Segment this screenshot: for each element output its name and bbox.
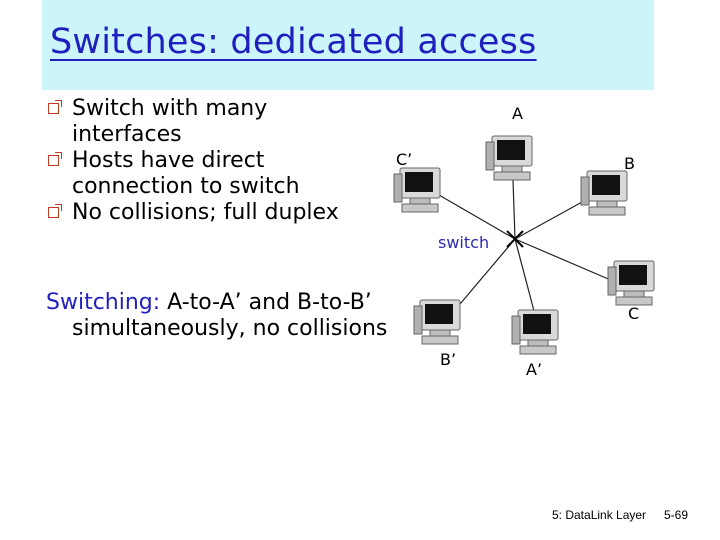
title-band	[42, 0, 654, 90]
host-A-icon	[485, 135, 533, 181]
host-label-B: B	[624, 154, 635, 173]
bullet-list: Switch with many interfaces Hosts have d…	[46, 96, 376, 226]
switching-rest: A-to-A’ and B-to-B’	[160, 290, 372, 315]
switching-line2: simultaneously, no collisions	[72, 316, 388, 341]
host-label-A: A	[512, 104, 523, 123]
bullet-item: No collisions; full duplex	[46, 200, 376, 226]
host-label-A-prime: A’	[526, 360, 543, 379]
switch-topology-diagram	[393, 135, 655, 355]
bullet-text: Hosts have direct connection to switch	[72, 148, 300, 199]
bullet-marker-icon	[48, 204, 62, 218]
bullet-item: Hosts have direct connection to switch	[46, 148, 376, 200]
host-C-icon	[607, 260, 655, 306]
switching-lead: Switching:	[46, 290, 161, 315]
bullet-text: No collisions; full duplex	[72, 200, 339, 225]
bullet-item: Switch with many interfaces	[46, 96, 376, 148]
footer-page-number: 5-69	[664, 508, 689, 522]
host-B-prime-icon	[413, 299, 461, 345]
host-C-prime-icon	[393, 167, 441, 213]
bullet-marker-icon	[48, 152, 62, 166]
footer-chapter: 5: DataLink Layer	[552, 508, 647, 522]
switch-icon	[506, 230, 524, 248]
host-label-C: C	[628, 304, 640, 323]
switch-label: switch	[438, 233, 490, 252]
host-A-prime-icon	[511, 309, 559, 355]
switching-note: Switching: A-to-A’ and B-to-B’ simultane…	[46, 290, 406, 342]
host-B-icon	[580, 170, 628, 216]
bullet-marker-icon	[48, 100, 62, 114]
bullet-text: Switch with many interfaces	[72, 96, 268, 147]
host-label-B-prime: B’	[440, 350, 457, 369]
slide-title: Switches: dedicated access	[50, 22, 537, 62]
host-label-C-prime: C’	[396, 150, 413, 169]
